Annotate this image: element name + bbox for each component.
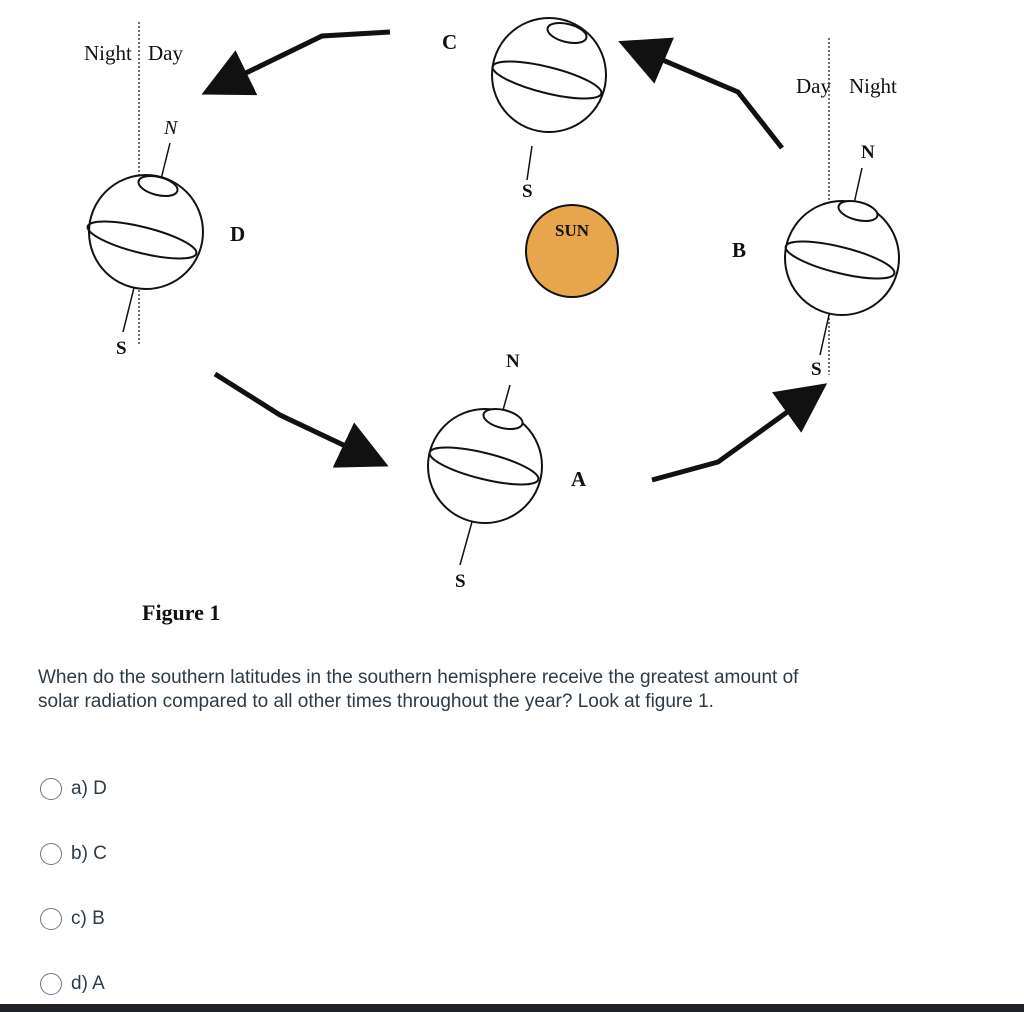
position-label-b: B (732, 238, 746, 262)
question-text: When do the southern latitudes in the so… (38, 667, 799, 712)
answer-label: d) A (71, 973, 105, 994)
earth-d-north-label: N (163, 117, 179, 139)
answer-option-b[interactable]: b) C (40, 843, 107, 865)
answer-label: a) D (71, 778, 107, 799)
right-night-label: Night (849, 74, 897, 98)
answer-option-c[interactable]: c) B (40, 908, 105, 930)
figure-caption: Figure 1 (142, 600, 220, 625)
bottom-bar (0, 1004, 1024, 1012)
orbit-arrow-d-to-a (213, 371, 389, 468)
earth-position-d (86, 142, 204, 333)
earth-d-south-label: S (116, 338, 127, 359)
left-day-label: Day (148, 41, 183, 65)
answer-option-d[interactable]: d) A (40, 973, 105, 995)
position-label-a: A (571, 467, 587, 491)
position-label-c: C (442, 30, 457, 54)
orbit-arrow-c-to-d (201, 29, 391, 96)
right-day-label: Day (796, 74, 831, 98)
radio-button[interactable] (40, 843, 62, 865)
earth-b-south-label: S (811, 359, 822, 380)
earth-position-a (427, 384, 543, 566)
answer-option-a[interactable]: a) D (40, 778, 107, 800)
orbit-figure: Night Day Day Night N S C S SUN D B N S … (84, 17, 900, 625)
earth-b-north-label: N (861, 142, 875, 163)
earth-c-south-label: S (522, 181, 533, 202)
left-night-label: Night (84, 41, 132, 65)
answer-label: b) C (71, 843, 107, 864)
orbit-arrow-b-to-c (618, 37, 784, 150)
orbit-arrow-a-to-b (651, 383, 828, 483)
earth-position-c (491, 17, 607, 181)
radio-button[interactable] (40, 973, 62, 995)
radio-button[interactable] (40, 908, 62, 930)
earth-position-b (784, 167, 900, 356)
radio-button[interactable] (40, 778, 62, 800)
earth-a-north-label: N (506, 351, 520, 372)
earth-a-south-label: S (455, 571, 466, 592)
sun (525, 204, 619, 298)
sun-label: SUN (555, 221, 590, 240)
position-label-d: D (230, 222, 245, 246)
answer-label: c) B (71, 908, 105, 929)
